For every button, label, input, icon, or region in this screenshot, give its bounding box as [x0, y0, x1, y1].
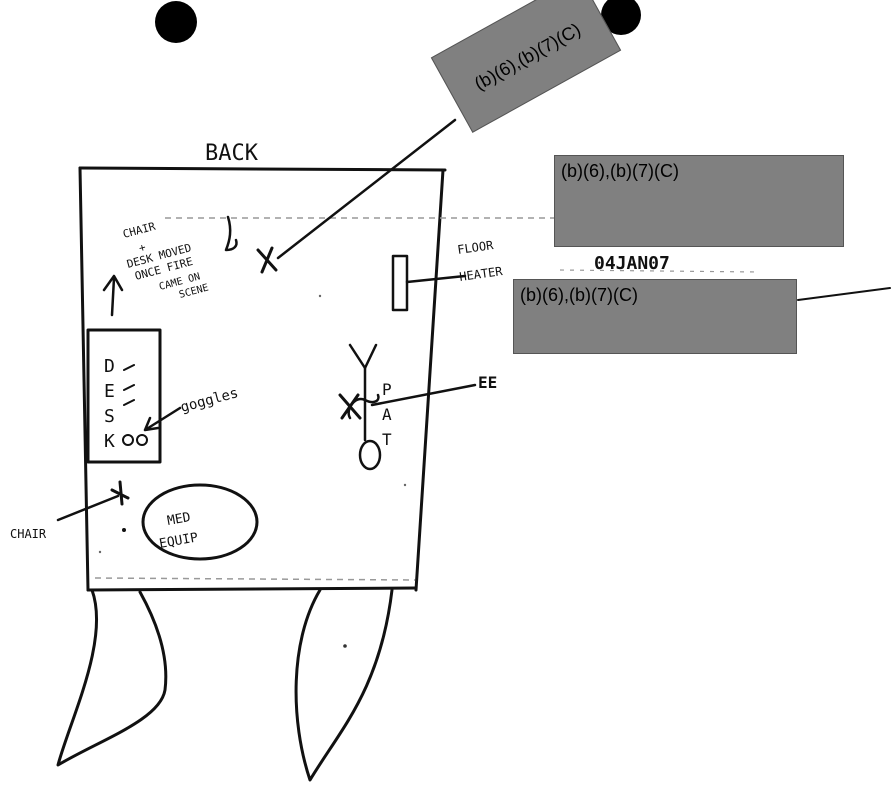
chair-label: CHAIR: [10, 527, 47, 541]
desk-letter: E: [104, 381, 115, 402]
left-lower-shape: [58, 590, 166, 765]
dot: [122, 528, 126, 532]
patient-head: [360, 441, 380, 469]
speck: [343, 644, 347, 648]
heater-label: HEATER: [458, 264, 504, 284]
goggles-icon: [123, 435, 147, 445]
chair-desk-note: CHAIR + DESK MOVED ONCE FIRE CAME ON SCE…: [121, 220, 209, 301]
redaction-box: (b)(6),(b)(7)(C): [513, 279, 797, 354]
goggles-arrow: [145, 408, 180, 430]
note-line-1: CHAIR: [121, 220, 157, 241]
mark-glyph: [226, 217, 237, 250]
x-marker: [258, 248, 276, 272]
chair-cross-mark: [112, 482, 128, 504]
pat-letter: A: [382, 405, 392, 424]
speck: [319, 295, 321, 297]
patient-legs: [350, 345, 376, 368]
med-label: MED: [166, 510, 192, 529]
goggles-label: goggles: [179, 385, 240, 416]
equip-label: EQUIP: [158, 530, 199, 552]
redaction-box: (b)(6),(b)(7)(C): [554, 155, 844, 247]
leader-line-right: [798, 288, 890, 300]
right-lower-shape: [296, 590, 392, 780]
desk-letter: K: [104, 431, 115, 452]
room-right-wall: [416, 170, 443, 590]
pat-letter: T: [382, 430, 392, 449]
up-arrow: [104, 276, 122, 315]
pat-letter: P: [382, 380, 392, 399]
patient-figure: [340, 345, 380, 469]
desk-letter: S: [104, 406, 115, 427]
desk-letters: D E S K: [104, 356, 115, 452]
back-label: BACK: [205, 141, 259, 166]
speck: [404, 484, 406, 486]
floor-label: FLOOR: [456, 238, 494, 257]
floor-heater-box: [393, 256, 407, 310]
desk-letter: D: [104, 356, 115, 377]
desk-scribble: [124, 365, 134, 405]
patient-arm: [349, 395, 379, 418]
date-label: 04JAN07: [594, 253, 670, 274]
ee-label: EE: [478, 373, 497, 392]
leader-line-1: [278, 120, 455, 258]
room-bottom-wall: [88, 588, 416, 590]
punch-hole-left: [155, 1, 197, 43]
speck: [99, 551, 101, 553]
dashed-line: [95, 578, 415, 580]
